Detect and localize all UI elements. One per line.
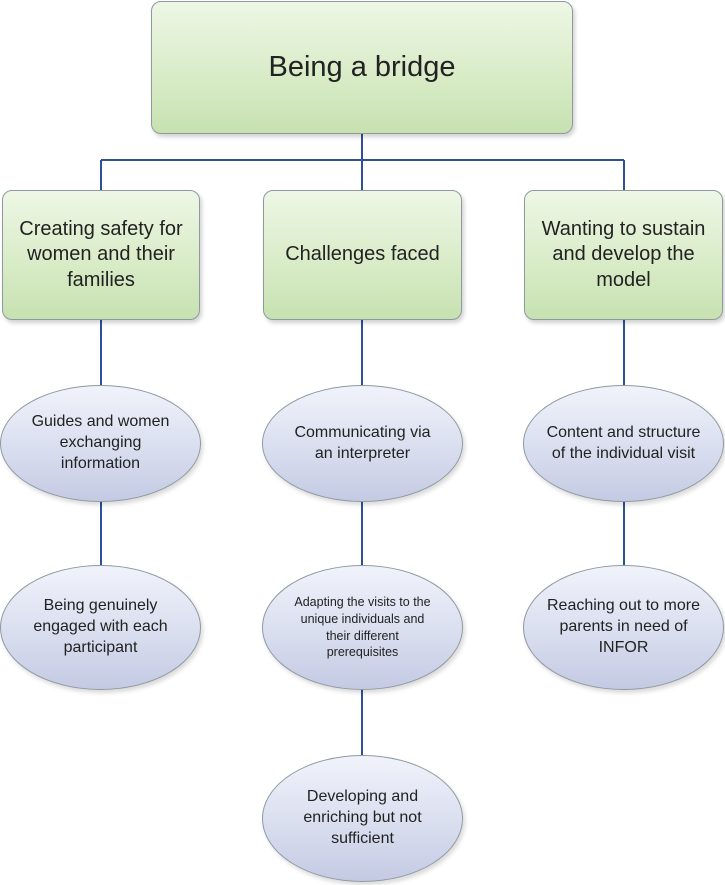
category-node-safety: Creating safety for women and their fami… (2, 190, 200, 320)
leaf-node: Adapting the visits to the unique indivi… (262, 565, 463, 690)
category-title: Wanting to sustain and develop the model (541, 217, 706, 291)
root-node: Being a bridge (151, 1, 573, 134)
leaf-label: Being genuinely engaged with each partic… (33, 597, 168, 656)
category-title: Challenges faced (285, 243, 440, 266)
leaf-node: Developing and enriching but not suffici… (262, 755, 463, 882)
leaf-node: Reaching out to more parents in need of … (523, 565, 724, 690)
leaf-label: Adapting the visits to the unique indivi… (294, 594, 431, 660)
leaf-label: Content and structure of the individual … (546, 423, 701, 462)
category-title: Creating safety for women and their fami… (19, 217, 183, 291)
root-title: Being a bridge (268, 50, 456, 83)
leaf-node: Content and structure of the individual … (523, 385, 724, 502)
leaf-node: Guides and women exchanging information (0, 385, 201, 502)
leaf-label: Developing and enriching but not suffici… (303, 788, 422, 847)
leaf-node: Communicating via an interpreter (262, 385, 463, 502)
leaf-label: Communicating via an interpreter (294, 423, 431, 462)
leaf-label: Reaching out to more parents in need of … (547, 597, 700, 656)
category-node-challenges: Challenges faced (263, 190, 462, 320)
category-node-sustain: Wanting to sustain and develop the model (524, 190, 723, 320)
leaf-label: Guides and women exchanging information (31, 413, 170, 472)
leaf-node: Being genuinely engaged with each partic… (0, 565, 201, 690)
